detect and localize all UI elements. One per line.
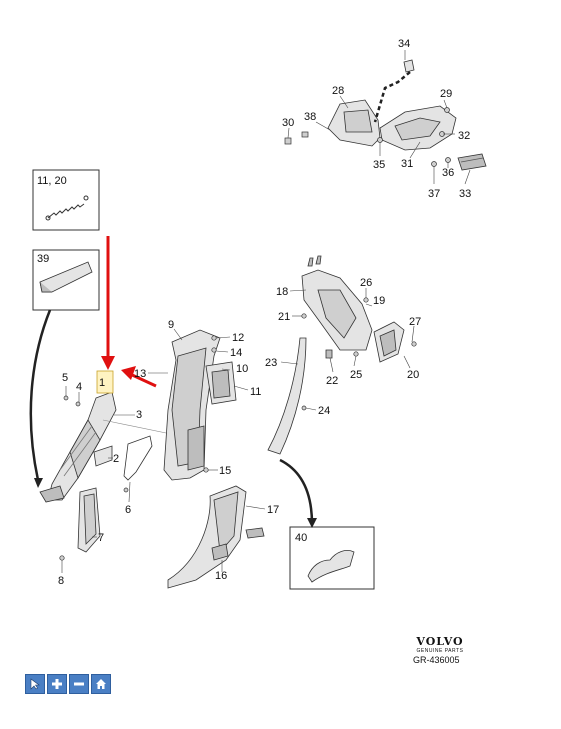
zoom-in-icon (52, 679, 62, 689)
callout-4: 4 (76, 381, 82, 393)
zoom-in-button[interactable] (47, 674, 67, 694)
leader-lines-right (280, 288, 415, 411)
highlight-arrowhead-diagonal (121, 366, 136, 380)
highlight-arrow-diagonal (129, 372, 157, 388)
callout-11: 11 (250, 386, 261, 398)
inset-box-40 (289, 526, 375, 590)
callout-37: 37 (428, 188, 440, 200)
callout-30: 30 (282, 117, 294, 129)
leader-lines-middle (148, 328, 266, 572)
inset-box-11-20 (32, 169, 100, 231)
callout-7: 7 (98, 532, 104, 544)
c-pillar-trim-assembly (267, 255, 405, 455)
callout-12: 12 (232, 332, 244, 344)
callout-39: 39 (37, 253, 49, 265)
pointer-icon (30, 678, 40, 690)
home-button[interactable] (91, 674, 111, 694)
pointer-button[interactable] (25, 674, 45, 694)
zoom-out-icon (74, 682, 84, 686)
zoom-out-button[interactable] (69, 674, 89, 694)
callout-28: 28 (332, 85, 344, 97)
clip-part-34 (403, 59, 415, 73)
inset-40-pointer-head (307, 518, 317, 528)
fasteners-right (301, 297, 417, 411)
b-pillar-trim-assembly (163, 329, 265, 589)
callout-38: 38 (304, 111, 316, 123)
callout-13: 13 (134, 368, 146, 380)
callout-19: 19 (373, 295, 385, 307)
brand-tagline: GENUINE PARTS (416, 648, 464, 654)
callout-2: 2 (113, 453, 119, 465)
fasteners-left (59, 395, 129, 561)
callout-40: 40 (295, 532, 307, 544)
callout-21: 21 (278, 311, 290, 323)
callout-22: 22 (326, 375, 338, 387)
inset-39-pointer (29, 309, 52, 481)
callout-16: 16 (215, 570, 227, 582)
callout-26: 26 (360, 277, 372, 289)
callout-18: 18 (276, 286, 288, 298)
inset-39-pointer-head (34, 478, 43, 488)
home-icon (96, 679, 106, 689)
callout-35: 35 (373, 159, 385, 171)
inset-40-pointer (279, 458, 314, 525)
callout-9: 9 (168, 319, 174, 331)
brand-logo: VOLVO GENUINE PARTS (407, 635, 473, 654)
brand-name: VOLVO (416, 635, 464, 648)
callout-6: 6 (125, 504, 131, 516)
callout-31: 31 (401, 158, 413, 170)
highlight-box-part-1 (96, 370, 114, 394)
fasteners-middle (203, 335, 217, 473)
inset-box-39 (32, 249, 100, 311)
callout-23: 23 (265, 357, 277, 369)
callout-24: 24 (318, 405, 330, 417)
callout-3: 3 (136, 409, 142, 421)
a-pillar-trim-assembly (39, 391, 153, 553)
callout-labels: 1 2 3 4 5 6 7 8 9 10 11 12 13 14 15 16 1… (37, 38, 471, 587)
callout-17: 17 (267, 504, 279, 516)
callout-34: 34 (398, 38, 410, 50)
callout-10: 10 (236, 363, 248, 375)
callout-8: 8 (58, 575, 64, 587)
callout-25: 25 (350, 369, 362, 381)
callout-14: 14 (230, 347, 242, 359)
viewer-toolbar (25, 674, 111, 694)
callout-27: 27 (409, 316, 421, 328)
callout-20: 20 (407, 369, 419, 381)
callout-11-20: 11, 20 (37, 175, 67, 187)
callout-33: 33 (459, 188, 471, 200)
callout-29: 29 (440, 88, 452, 100)
callout-15: 15 (219, 465, 231, 477)
leader-lines-top (287, 50, 471, 185)
callout-32: 32 (458, 130, 470, 142)
diagram-reference-code: GR-436005 (413, 655, 460, 665)
cable-part-34 (373, 71, 411, 123)
callout-36: 36 (442, 167, 454, 179)
upper-trim-assembly (327, 99, 487, 171)
callout-5: 5 (62, 372, 68, 384)
callout-1: 1 (99, 377, 105, 389)
highlight-arrowhead-vertical (101, 356, 115, 370)
